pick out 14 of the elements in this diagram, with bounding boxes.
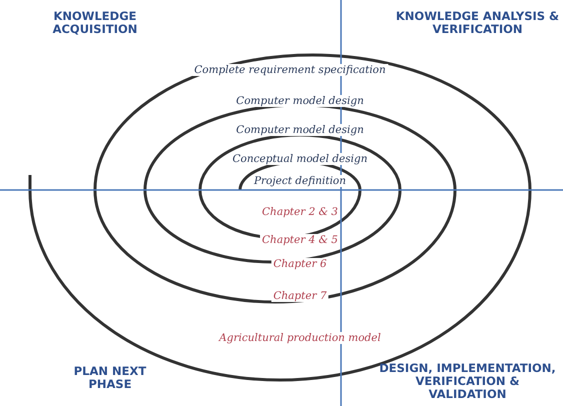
phase-label: Computer model design xyxy=(234,124,366,136)
chapter-label: Chapter 7 xyxy=(271,290,329,302)
model-label: Agricultural production model xyxy=(217,332,383,344)
quadrant-title: KNOWLEDGE ACQUISITION xyxy=(52,10,138,36)
quadrant-title: KNOWLEDGE ANALYSIS & VERIFICATION xyxy=(395,10,560,36)
quadrant-title: PLAN NEXT PHASE xyxy=(72,365,148,392)
quadrant-title: DESIGN, IMPLEMENTATION, VERIFICATION & VALIDATION xyxy=(378,362,557,402)
phase-label: Conceptual model design xyxy=(230,153,370,166)
chapter-label: Chapter 4 & 5 xyxy=(260,234,340,246)
chapter-label: Chapter 2 & 3 xyxy=(260,206,340,218)
phase-label: Complete requirement specification xyxy=(192,64,388,76)
phase-label: Project definition xyxy=(252,175,348,188)
chapter-label: Chapter 6 xyxy=(271,258,329,270)
phase-label: Computer model design xyxy=(234,95,366,108)
